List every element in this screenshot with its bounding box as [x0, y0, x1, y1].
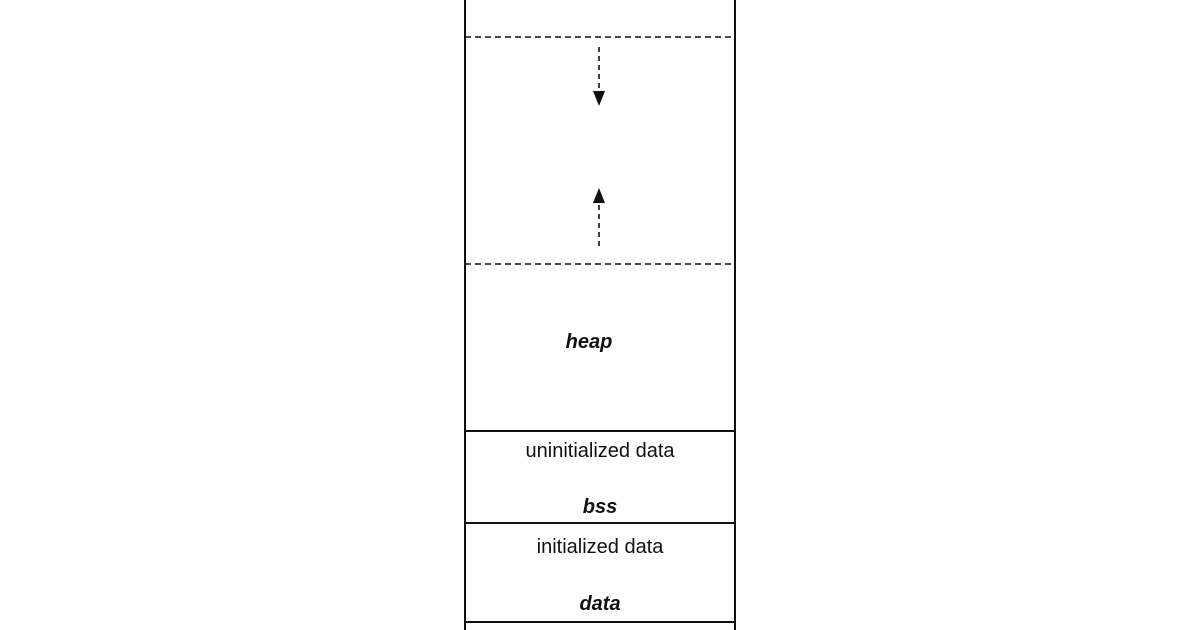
data-label: data — [579, 593, 620, 615]
bss-segment: uninitialized data bss — [526, 440, 676, 518]
bss-description: uninitialized data — [526, 440, 676, 462]
data-description: initialized data — [537, 536, 665, 558]
bss-label: bss — [583, 496, 617, 518]
data-segment: initialized data data — [537, 536, 665, 615]
down-arrow-icon — [593, 47, 605, 106]
up-arrow-icon — [593, 188, 605, 246]
heap-segment: heap — [566, 331, 613, 353]
heap-label: heap — [566, 331, 613, 353]
